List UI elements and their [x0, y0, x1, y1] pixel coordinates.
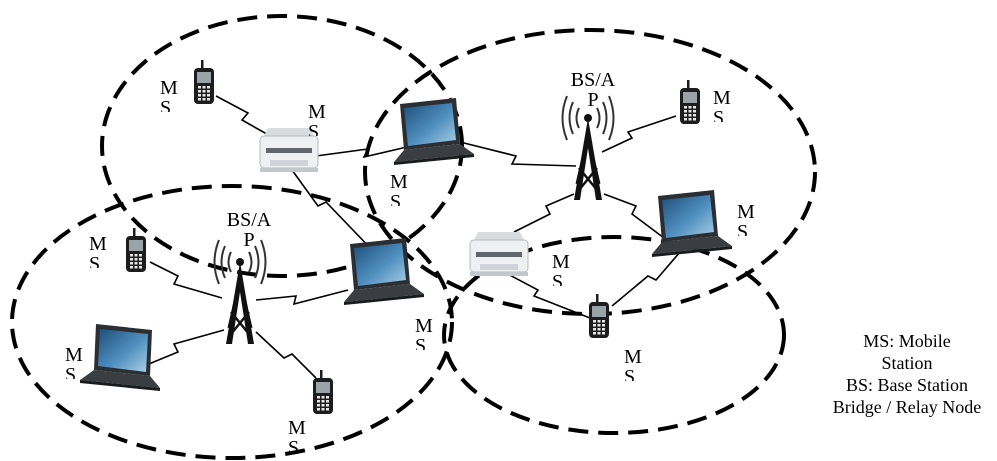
- link-printer2-ms6: [503, 271, 591, 319]
- mobile-phone-icon: [589, 294, 609, 338]
- coverage-cell-top-right: [363, 28, 817, 316]
- link-ms3-bsap2: [149, 261, 223, 299]
- legend: MS: Mobile Station BS: Base Station Brid…: [822, 330, 992, 422]
- mobile-phone-icon: [194, 60, 214, 104]
- link-bsap1-printer2: [513, 193, 575, 233]
- link-printer1-laptop3: [291, 169, 377, 255]
- link-bsap2-ms5: [255, 331, 317, 379]
- legend-line: Bridge / Relay Node: [832, 397, 982, 417]
- laptop-icon: [344, 238, 424, 305]
- printer-icon: [469, 231, 529, 277]
- coverage-cell-bottom-right: [442, 235, 786, 435]
- link-laptop2-ms6: [611, 251, 681, 307]
- laptop-icon: [652, 190, 732, 257]
- link-bsap2-laptop3: [255, 289, 349, 306]
- link-ms1-printer1: [215, 95, 289, 147]
- mobile-phone-icon: [126, 228, 146, 272]
- laptop-icon: [80, 324, 160, 391]
- mobile-phone-icon: [680, 80, 700, 124]
- link-laptop4-bsap2: [143, 329, 225, 367]
- mobile-phone-icon: [313, 370, 333, 414]
- link-laptop1-bsap1: [459, 141, 577, 167]
- link-bsap1-laptop2: [603, 193, 665, 239]
- link-bsap1-ms2: [601, 115, 677, 153]
- legend-line: BS: Base Station: [845, 375, 968, 395]
- legend-line: MS: Mobile: [863, 331, 951, 351]
- link-printer1-laptop1: [315, 142, 425, 159]
- legend-line: Station: [881, 353, 933, 373]
- coverage-cell-bottom-left: [10, 184, 454, 460]
